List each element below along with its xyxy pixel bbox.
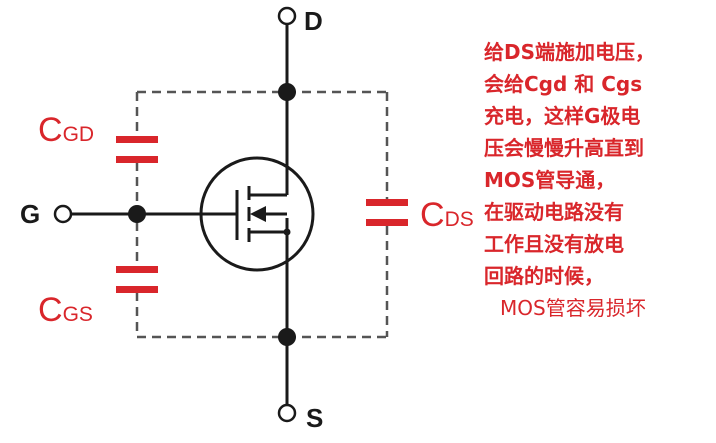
note-line: 压会慢慢升高直到 [484,136,644,160]
cds-plate-bottom [366,219,408,226]
source-body-dot [283,228,291,236]
note-line: 会给Cgd 和 Cgs [484,72,643,96]
mosfet-body-circle [199,156,315,272]
cgs-plate-top [116,266,158,273]
note-line: 工作且没有放电 [484,232,624,256]
note-line: 在驱动电路没有 [484,200,624,224]
note-line: 回路的时候， [484,264,604,288]
junctions [128,83,296,346]
note-line: 充电，这样G极电 [484,104,641,128]
note-line: MOS管容易损坏 [500,296,646,320]
gate-label: G [20,199,40,229]
cgs-plate-bottom [116,286,158,293]
drain-label: D [304,6,323,36]
cgs-label: CGS [38,291,93,329]
cds-label: CDS [420,196,474,234]
cgd-plate-top [116,136,158,143]
source-label: S [306,403,323,433]
cgd-plate-bottom [116,156,158,163]
drain-junction [278,83,296,101]
gate-terminal-pin [53,204,73,224]
capacitor-plates [116,136,408,293]
note-line: MOS管导通， [484,168,616,192]
gate-junction [128,205,146,223]
source-terminal-pin [277,403,297,423]
mosfet-symbol [199,156,315,272]
channel-arrow [250,206,266,222]
explanation-note: 给DS端施加电压， 会给Cgd 和 Cgs 充电，这样G极电 压会慢慢升高直到 … [484,36,710,324]
drain-terminal-pin [277,6,297,26]
terminal-pins [53,6,297,423]
source-junction [278,328,296,346]
note-line: 给DS端施加电压， [484,40,656,64]
cds-plate-top [366,199,408,206]
cgd-label: CGD [38,111,94,149]
